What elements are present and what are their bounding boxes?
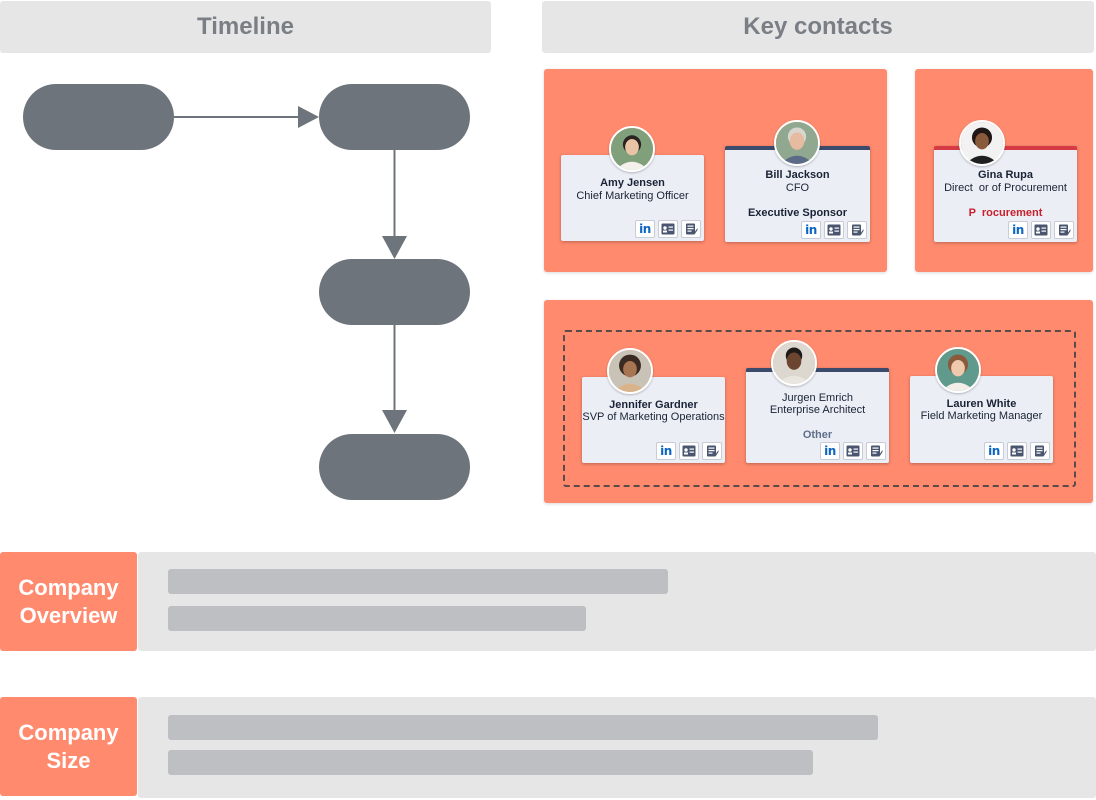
- notes-icon[interactable]: [866, 442, 886, 460]
- timeline-step-3[interactable]: [319, 259, 470, 325]
- linkedin-icon[interactable]: in: [984, 442, 1004, 460]
- contact-name: Jennifer Gardner: [609, 399, 698, 411]
- contacts-group-frame: [563, 330, 1076, 487]
- contact-card-jennifer-gardner[interactable]: Jennifer Gardner SVP of Marketing Operat…: [582, 377, 725, 463]
- contact-title: Field Marketing Manager: [920, 410, 1043, 422]
- contact-card-jurgen-emrich[interactable]: Jurgen Emrich Enterprise Architect Other…: [746, 368, 889, 463]
- notes-icon[interactable]: [702, 442, 722, 460]
- avatar-jennifer-gardner: [607, 348, 653, 394]
- company-overview-label: Company Overview: [0, 552, 137, 651]
- company-overview-content: [138, 552, 1096, 651]
- key-contacts-title: Key contacts: [743, 13, 893, 40]
- arrowhead-down-icon: [382, 410, 407, 433]
- arrowhead-down-icon: [382, 236, 407, 259]
- contact-role-badge: P rocurement: [968, 207, 1043, 219]
- timeline-header: Timeline: [0, 1, 491, 53]
- linkedin-icon[interactable]: in: [635, 220, 655, 238]
- company-overview-title: Company Overview: [18, 574, 119, 628]
- contact-title: CFO: [785, 182, 810, 194]
- contact-title: Direct or of Procurement: [944, 182, 1067, 194]
- timeline-step-4[interactable]: [319, 434, 470, 500]
- contact-card-icon[interactable]: [843, 442, 863, 460]
- contact-card-icon[interactable]: [658, 220, 678, 238]
- avatar-jurgen-emrich: [771, 340, 817, 386]
- contact-name: Gina Rupa: [977, 169, 1033, 181]
- company-size-content: [138, 697, 1096, 798]
- notes-icon[interactable]: [847, 221, 867, 239]
- contact-name: Lauren White: [946, 398, 1017, 410]
- contact-title: SVP of Marketing Operations: [582, 411, 725, 423]
- contact-role-badge: Executive Sponsor: [747, 207, 848, 219]
- notes-icon[interactable]: [681, 220, 701, 238]
- contact-card-icon[interactable]: [1007, 442, 1027, 460]
- arrowhead-right-icon: [298, 106, 319, 128]
- contact-card-icon[interactable]: [1031, 221, 1051, 239]
- contact-name: Jurgen Emrich: [782, 392, 853, 404]
- contact-name: Bill Jackson: [765, 169, 830, 181]
- company-size-title: Company Size: [18, 719, 119, 773]
- linkedin-icon[interactable]: in: [656, 442, 676, 460]
- notes-icon[interactable]: [1030, 442, 1050, 460]
- timeline-step-1[interactable]: [23, 84, 174, 150]
- linkedin-icon[interactable]: in: [1008, 221, 1028, 239]
- key-contacts-header: Key contacts: [542, 1, 1094, 53]
- contact-role-badge: Other: [802, 429, 833, 441]
- placeholder-text-line: [168, 715, 878, 740]
- avatar-bill-jackson: [774, 120, 820, 166]
- linkedin-icon[interactable]: in: [801, 221, 821, 239]
- timeline-step-2[interactable]: [319, 84, 470, 150]
- company-size-label: Company Size: [0, 697, 137, 796]
- contact-card-icon[interactable]: [824, 221, 844, 239]
- linkedin-icon[interactable]: in: [820, 442, 840, 460]
- contact-name: Amy Jensen: [600, 177, 665, 189]
- contact-card-icon[interactable]: [679, 442, 699, 460]
- contact-title: Chief Marketing Officer: [576, 190, 689, 202]
- contact-card-gina-rupa[interactable]: Gina Rupa Direct or of Procurement P roc…: [934, 146, 1077, 242]
- contact-card-lauren-white[interactable]: Lauren White Field Marketing Manager in: [910, 376, 1053, 463]
- avatar-lauren-white: [935, 347, 981, 393]
- notes-icon[interactable]: [1054, 221, 1074, 239]
- timeline-title: Timeline: [197, 13, 294, 40]
- contact-card-amy-jensen[interactable]: Amy Jensen Chief Marketing Officer in: [561, 155, 704, 241]
- contact-title: Enterprise Architect: [769, 404, 866, 416]
- avatar-gina-rupa: [959, 120, 1005, 166]
- timeline-connectors: [174, 106, 407, 433]
- avatar-amy-jensen: [609, 126, 655, 172]
- placeholder-text-line: [168, 569, 668, 594]
- placeholder-text-line: [168, 750, 813, 775]
- placeholder-text-line: [168, 606, 586, 631]
